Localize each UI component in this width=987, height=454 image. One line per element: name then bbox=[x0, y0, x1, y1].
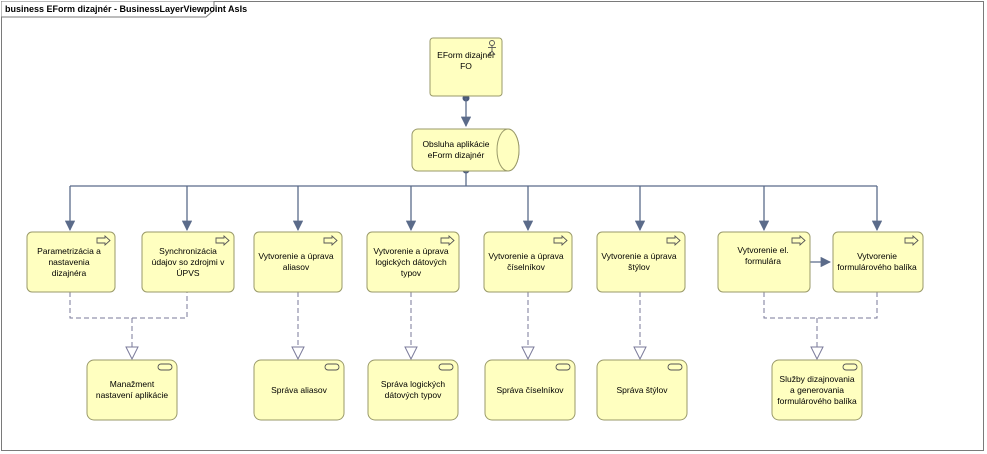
process-node[interactable] bbox=[26, 231, 116, 293]
process-node[interactable] bbox=[141, 231, 235, 293]
process-node[interactable] bbox=[717, 231, 811, 293]
service-label: Manažment nastavení aplikácie bbox=[95, 379, 169, 400]
service-icon bbox=[667, 363, 683, 371]
process-arrow-icon bbox=[440, 234, 455, 247]
title-tab-shape bbox=[1, 1, 215, 18]
process-label: Vytvorenie formulárového balíka bbox=[837, 251, 917, 272]
process-node[interactable] bbox=[253, 231, 343, 293]
process-arrow-icon bbox=[96, 234, 111, 247]
service-node[interactable] bbox=[86, 359, 178, 421]
process-arrow-icon bbox=[904, 234, 919, 247]
realization-connectors bbox=[69, 292, 878, 348]
assignment-connector bbox=[460, 94, 472, 128]
service-icon bbox=[324, 363, 340, 371]
process-arrow-icon bbox=[323, 234, 338, 247]
service-node[interactable] bbox=[367, 359, 459, 421]
service-node[interactable] bbox=[771, 359, 863, 421]
process-node[interactable] bbox=[596, 231, 686, 293]
service-node[interactable] bbox=[596, 359, 688, 421]
service-nodes bbox=[86, 359, 863, 421]
interface-node[interactable] bbox=[411, 128, 520, 172]
process-arrow-icon bbox=[791, 234, 806, 247]
process-label: Vytvorenie a úprava štýlov bbox=[601, 251, 677, 272]
process-label: Vytvorenie a úprava číselníkov bbox=[488, 251, 564, 272]
service-icon bbox=[438, 363, 454, 371]
service-label: Správa štýlov bbox=[616, 384, 668, 395]
process-node[interactable] bbox=[832, 231, 924, 293]
actor-label: EForm dizajnér FO bbox=[437, 50, 495, 71]
process-nodes bbox=[26, 231, 924, 293]
service-label: Správa číselníkov bbox=[496, 384, 564, 395]
process-arrow-icon bbox=[666, 234, 681, 247]
process-label: Vytvorenie a úprava aliasov bbox=[258, 251, 334, 272]
process-arrow-icon bbox=[553, 234, 568, 247]
service-node[interactable] bbox=[484, 359, 576, 421]
process-label: Vytvorenie a úprava logických dátových t… bbox=[373, 245, 449, 278]
service-label: Správa logických dátových typov bbox=[380, 379, 446, 400]
service-icon bbox=[842, 363, 858, 371]
interface-label: Obsluha aplikácie eForm dizajnér bbox=[422, 139, 490, 160]
process-node[interactable] bbox=[483, 231, 573, 293]
diagram-title: business EForm dizajnér - BusinessLayerV… bbox=[5, 4, 248, 14]
actor-icon bbox=[488, 40, 496, 56]
service-icon bbox=[157, 363, 173, 371]
process-label: Parametrizácia a nastavenia dizajnéra bbox=[37, 245, 101, 278]
process-label: Vytvorenie el. formulára bbox=[737, 245, 789, 266]
service-label: Služby dizajnovania a generovania formul… bbox=[777, 373, 857, 406]
actor-node[interactable] bbox=[429, 37, 503, 97]
business-interface-cylinder bbox=[496, 128, 520, 172]
process-node[interactable] bbox=[366, 231, 460, 293]
serving-connectors bbox=[64, 166, 883, 232]
process-arrow-icon bbox=[215, 234, 230, 247]
service-node[interactable] bbox=[253, 359, 345, 421]
service-icon bbox=[555, 363, 571, 371]
service-label: Správa aliasov bbox=[271, 384, 327, 395]
process-label: Synchronizácia údajov so zdrojmi v ÚPVS bbox=[151, 245, 225, 278]
realization-arrowheads bbox=[125, 346, 824, 361]
